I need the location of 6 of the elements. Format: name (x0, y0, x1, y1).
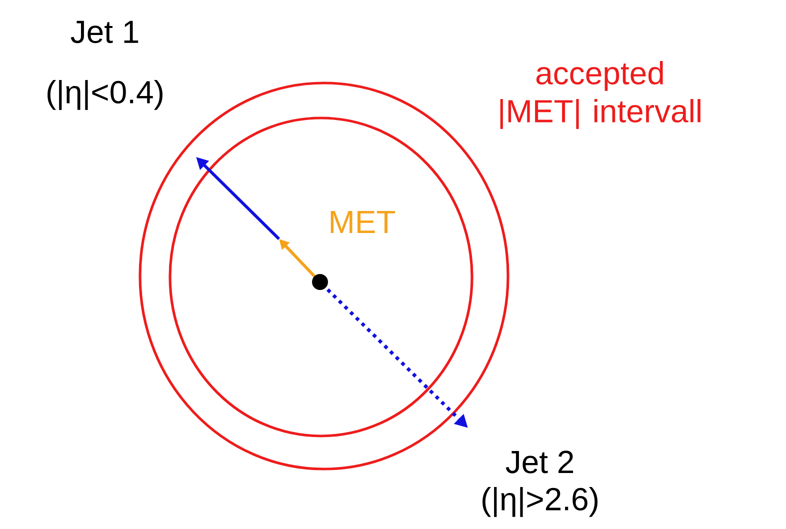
met-label: MET (330, 211, 396, 233)
jet-label: Jet 1 (70, 20, 138, 44)
eta-cut-label: (|η|<0.4) (48, 80, 162, 110)
eta-cut-label: (|η|>2.6) (482, 487, 598, 517)
jet-label: Jet 2 (506, 450, 574, 474)
interval-label: accepted |MET| intervall (500, 61, 700, 129)
